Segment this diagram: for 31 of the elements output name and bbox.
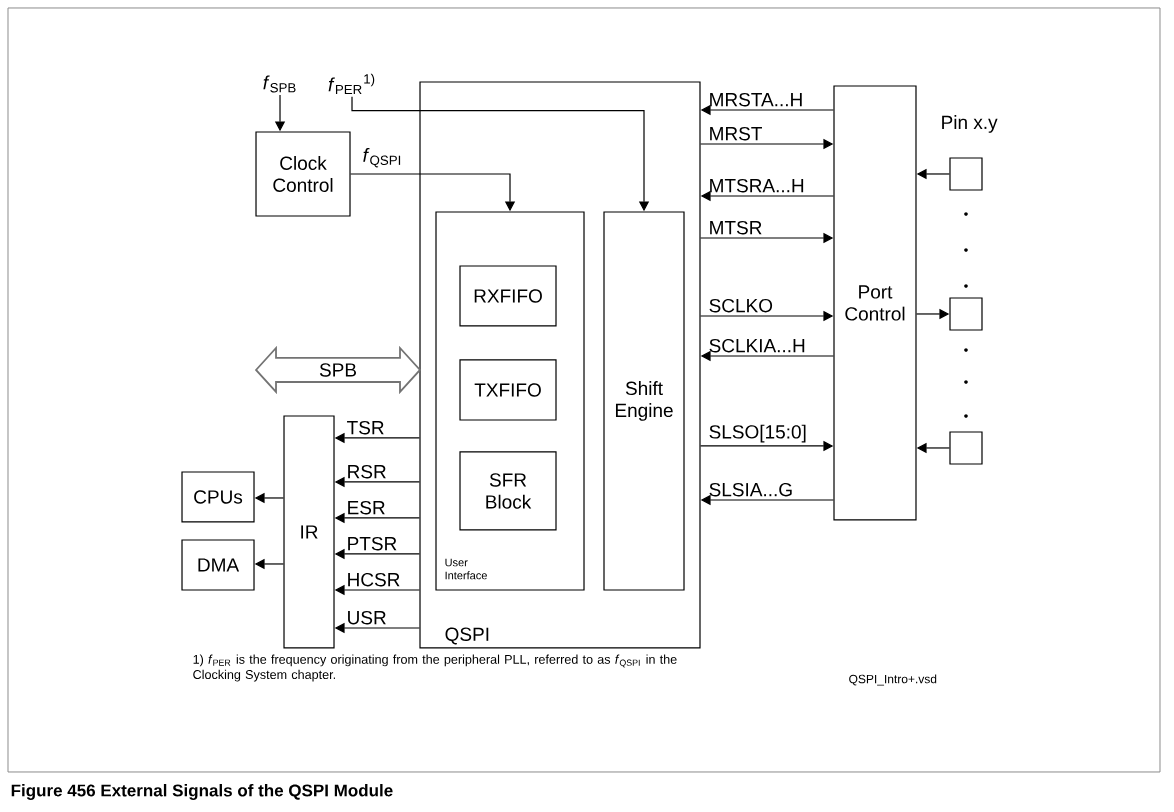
signal-label: SCLKIA...H xyxy=(709,338,805,353)
cpu-box: CPUs xyxy=(181,471,255,523)
signal-label: MRSTA...H xyxy=(710,92,802,107)
signal-label: SCLKO xyxy=(709,298,773,313)
register-block-box: SFR Block xyxy=(459,451,557,531)
signal-label: TSR xyxy=(347,420,384,435)
signal-label: ESR xyxy=(348,500,385,515)
signal-label: f$_{QSPI}$ xyxy=(363,148,401,168)
signal-label: MTSRA...H xyxy=(710,178,804,193)
signal-label: SLSIA...G xyxy=(709,482,792,497)
dma-box: DMA xyxy=(181,539,255,591)
shift-engine-box: Shift Engine xyxy=(603,211,685,591)
signal-label: RSR xyxy=(348,464,386,479)
pin-box xyxy=(949,297,983,331)
signal-label: PTSR xyxy=(348,536,397,551)
signal-label: HCSR xyxy=(348,572,400,587)
fifo-box: TXFIFO xyxy=(459,359,557,421)
clock-control-box: Clock Control xyxy=(255,131,351,217)
caption: Figure 456 External Signals of the QSPI Module xyxy=(11,784,393,800)
fifo-box: RXFIFO xyxy=(459,265,557,327)
pin-label: Pin x.y xyxy=(942,115,998,133)
port-control-box: Port Control xyxy=(833,85,917,521)
signal-label: MTSR xyxy=(710,220,762,235)
clock-signal-label: f$_{SPB}$ xyxy=(263,75,296,93)
signal-label: MRST xyxy=(710,126,762,141)
pin-box xyxy=(949,431,983,465)
interrupt-router-box: IR xyxy=(283,415,335,649)
signal-label: USR xyxy=(348,610,386,625)
signal-label: SLSO[15:0] xyxy=(709,424,806,443)
pin-box xyxy=(949,157,983,191)
bus-label: SPB xyxy=(319,363,356,377)
